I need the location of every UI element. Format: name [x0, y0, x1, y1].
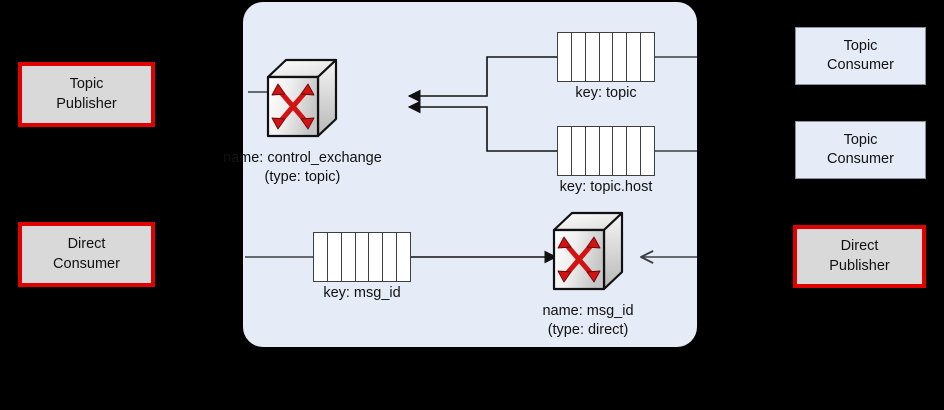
- queue-cell: [558, 127, 572, 175]
- queue-glyph: [313, 232, 411, 282]
- queue-topic-host[interactable]: key: topic.host: [557, 126, 655, 195]
- actor-topic-consumer-2[interactable]: Topic Consumer: [795, 121, 926, 179]
- queue-cell: [641, 33, 654, 81]
- queue-cell: [600, 127, 614, 175]
- queue-cell: [397, 233, 410, 281]
- exchange-control-label: name: control_exchange (type: topic): [223, 149, 382, 187]
- queue-cell: [342, 233, 356, 281]
- queue-msg-id-label: key: msg_id: [323, 285, 401, 301]
- queue-cell: [600, 33, 614, 81]
- queue-cell: [356, 233, 370, 281]
- queue-cell: [627, 33, 642, 81]
- queue-cell: [586, 33, 600, 81]
- exchange-control[interactable]: name: control_exchange (type: topic): [223, 57, 382, 187]
- exchange-msg-id[interactable]: name: msg_id (type: direct): [542, 210, 634, 340]
- actor-topic-consumer-2-line2: Consumer: [827, 151, 894, 167]
- queue-glyph: [557, 126, 655, 176]
- actor-topic-publisher-line1: Topic: [69, 76, 104, 93]
- queue-cell: [572, 127, 586, 175]
- queue-cell: [586, 127, 600, 175]
- queue-cell: [558, 33, 572, 81]
- queue-cell: [613, 127, 628, 175]
- queue-cell: [613, 33, 628, 81]
- exchange-3d-box-icon: [266, 58, 338, 138]
- actor-topic-consumer-1-line2: Consumer: [827, 57, 894, 73]
- queue-cell: [383, 233, 398, 281]
- queue-cell: [572, 33, 586, 81]
- actor-direct-publisher-line1: Direct: [840, 238, 879, 255]
- actor-direct-consumer[interactable]: Direct Consumer: [18, 222, 155, 287]
- actor-topic-consumer-1-line1: Topic: [843, 37, 878, 54]
- queue-cell: [369, 233, 384, 281]
- queue-topic[interactable]: key: topic: [557, 32, 655, 101]
- actor-topic-publisher-line2: Publisher: [56, 95, 117, 112]
- queue-cell: [627, 127, 642, 175]
- exchange-msg-id-name: name: msg_id: [542, 303, 634, 319]
- exchange-3d-box-icon: [552, 211, 624, 291]
- queue-cell: [641, 127, 654, 175]
- exchange-control-type: (type: topic): [264, 168, 341, 185]
- queue-msg-id[interactable]: key: msg_id: [313, 232, 411, 301]
- queue-cell: [314, 233, 328, 281]
- actor-direct-publisher[interactable]: Direct Publisher: [793, 225, 926, 288]
- exchange-msg-id-label: name: msg_id (type: direct): [520, 302, 656, 340]
- actor-topic-consumer-2-line1: Topic: [843, 131, 878, 148]
- actor-direct-consumer-line2: Consumer: [53, 255, 120, 272]
- exchange-msg-id-type: (type: direct): [547, 321, 629, 338]
- queue-glyph: [557, 32, 655, 82]
- actor-topic-publisher[interactable]: Topic Publisher: [18, 62, 155, 127]
- actor-direct-publisher-line2: Publisher: [829, 257, 890, 274]
- queue-cell: [328, 233, 342, 281]
- actor-direct-consumer-line1: Direct: [67, 236, 106, 253]
- queue-topic-label: key: topic: [575, 85, 637, 101]
- actor-topic-consumer-1[interactable]: Topic Consumer: [795, 27, 926, 85]
- exchange-control-name: name: control_exchange: [223, 150, 382, 166]
- queue-topic-host-label: key: topic.host: [559, 179, 653, 195]
